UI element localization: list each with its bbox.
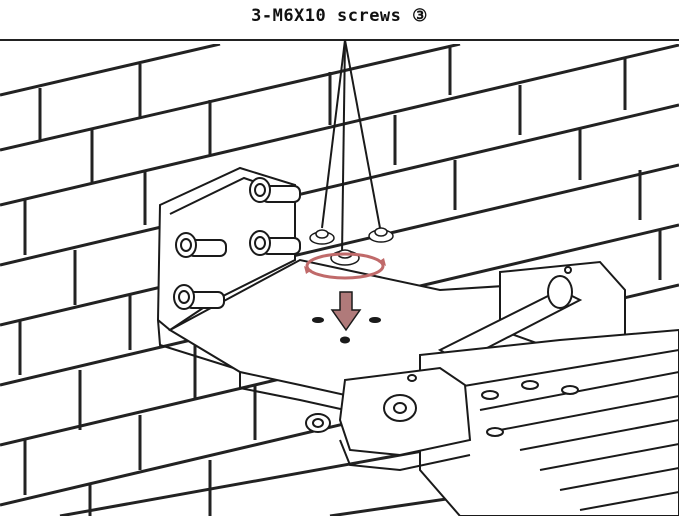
down-arrow-icon — [330, 291, 362, 332]
bolt — [249, 177, 301, 203]
callout-leaders — [321, 39, 381, 256]
bolt — [249, 230, 301, 256]
screws — [309, 227, 394, 266]
bracket-bolts — [173, 177, 301, 310]
bolt — [173, 284, 225, 310]
screw — [309, 229, 335, 245]
screw — [368, 227, 394, 243]
adjustment-knuckle — [305, 366, 472, 472]
bolt — [175, 232, 227, 258]
screws-callout-label: 3-M6X10 screws ③ — [251, 6, 428, 26]
screw — [330, 249, 360, 266]
rotation-highlight-icon — [304, 252, 386, 280]
lamp-housing — [419, 260, 679, 516]
